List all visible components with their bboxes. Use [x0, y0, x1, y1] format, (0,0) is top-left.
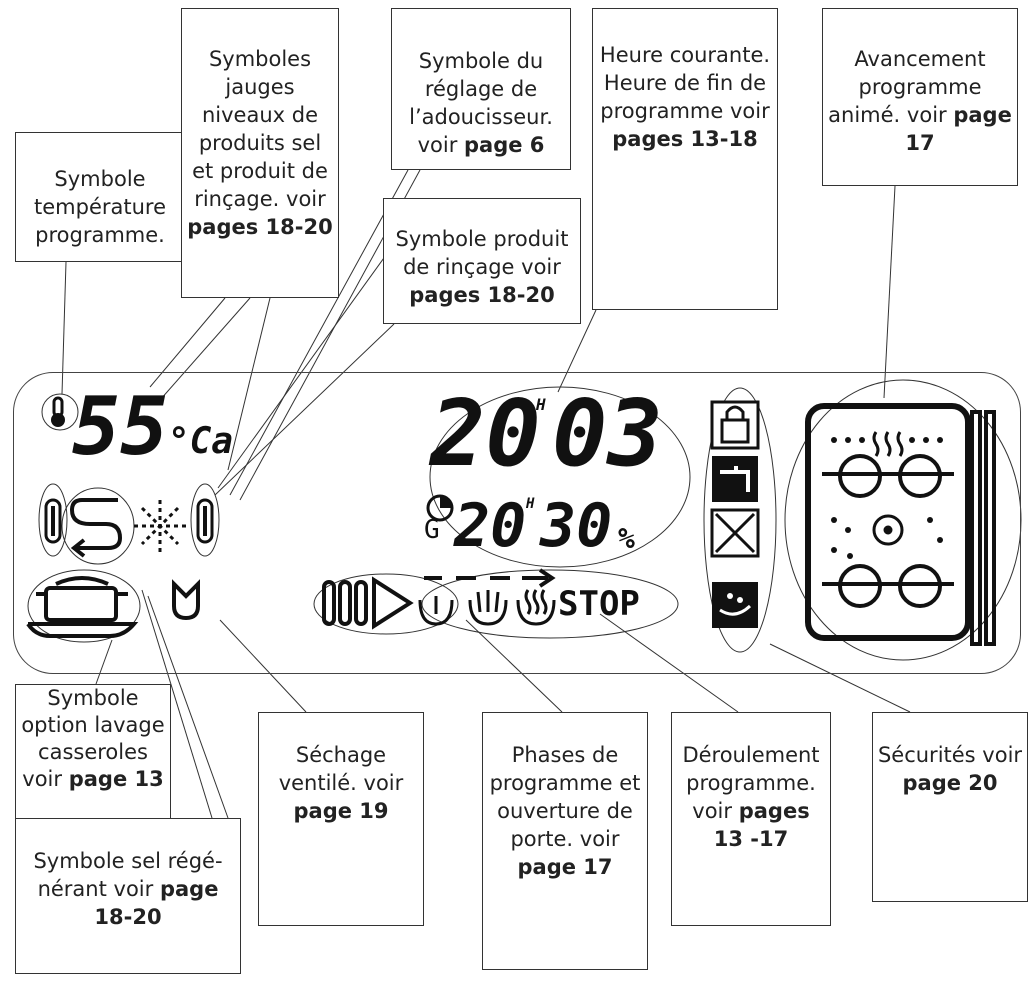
callout-text: Sécurités voir	[877, 743, 1023, 767]
temperature-value: 55	[72, 380, 169, 473]
callout-ref: page 20	[902, 771, 998, 795]
end-time-minutes: 30	[540, 491, 613, 561]
highlight-ellipses	[27, 379, 1022, 661]
callout-text: Symbole option lavage casseroles voir	[21, 686, 165, 791]
callout-ref: page 17	[517, 855, 613, 879]
leak-icon	[712, 582, 758, 628]
stop-indicator: STOP	[558, 584, 640, 624]
callout-drying: Séchage ventilé. voir page 19	[258, 712, 424, 926]
callout-phases: Phases de programme et ouverture de port…	[482, 712, 648, 970]
timer-g-mark: G	[424, 515, 440, 545]
phase-wash-icon	[468, 590, 508, 626]
callout-ref: page 17	[905, 103, 1012, 155]
salt-gauge-icon	[44, 498, 62, 544]
callout-text: Phases de programme et ouverture de port…	[489, 743, 641, 851]
callout-time: Heure courante. Heure de fin de programm…	[592, 8, 778, 310]
callout-softener: Symbole du réglage de l’adoucisseur. voi…	[391, 8, 571, 170]
callout-text: Heure courante. Heure de fin de programm…	[599, 43, 771, 123]
phase-prewash-icon	[418, 596, 454, 626]
callout-ref: pages 13 -17	[713, 799, 810, 851]
callout-progress: Avancement programme animé. voir page 17	[822, 8, 1018, 186]
callout-text: Symbole sel régé-nérant voir	[33, 849, 223, 901]
callout-gauges: Symboles jauges niveaux de produits sel …	[181, 8, 339, 298]
dishwasher-progress-icon	[805, 403, 996, 646]
water-tap-icon	[712, 456, 758, 502]
steam-icon	[872, 431, 904, 457]
no-drain-icon	[710, 508, 760, 558]
timer-icon	[426, 494, 454, 522]
callout-text: Symbole température programme.	[34, 167, 166, 247]
callout-ref: page 18-20	[94, 877, 219, 929]
callout-text: Symbole produit de rinçage voir	[395, 227, 569, 279]
temperature-unit: °Ca	[168, 421, 234, 462]
water-drops	[831, 437, 943, 559]
percent-sign: %	[618, 522, 635, 555]
callout-text: Avancement programme animé. voir	[828, 47, 986, 127]
current-time-hours: 20	[430, 380, 541, 487]
callout-temperature: Symbole température programme.	[15, 132, 185, 262]
callout-text: Symbole du réglage de l’adoucisseur. voi…	[409, 49, 553, 157]
callout-rinse: Symbole produit de rinçage voir pages 18…	[383, 198, 581, 324]
callout-ref: page 6	[464, 133, 545, 157]
phase-dry-icon	[516, 589, 556, 626]
callout-ref: pages 18-20	[187, 215, 333, 239]
current-time-minutes: 03	[552, 380, 663, 487]
door-phase-icon	[322, 576, 414, 630]
drying-icon	[172, 579, 200, 621]
rinse-sun-icon	[134, 500, 186, 552]
callout-pans: Symbole option lavage casseroles voir pa…	[15, 684, 171, 820]
callout-salt: Symbole sel régé-nérant voir page 18-20	[15, 818, 241, 974]
progress-arrow	[424, 568, 556, 588]
end-time-hours: 20	[454, 491, 527, 561]
rinse-gauge-icon	[196, 498, 214, 544]
callout-ref: pages 18-20	[409, 283, 555, 307]
current-time-h-mark: H	[536, 395, 546, 414]
thermometer-icon	[51, 396, 65, 427]
lock-icon	[710, 400, 760, 450]
callout-text: Déroulement programme. voir	[682, 743, 820, 823]
callout-sequence: Déroulement programme. voir pages 13 -17	[671, 712, 831, 926]
pans-icon	[26, 576, 139, 638]
softener-icon	[69, 498, 123, 558]
callout-ref: page 19	[293, 799, 389, 823]
callout-ref: page 13	[68, 767, 164, 791]
callout-text: Séchage ventilé. voir	[278, 743, 404, 795]
callout-ref: pages 13-18	[612, 127, 758, 151]
end-time-h-mark: H	[526, 496, 535, 512]
lcd-panel	[13, 372, 1021, 674]
callout-safety: Sécurités voir page 20	[872, 712, 1028, 902]
callout-text: Symboles jauges niveaux de produits sel …	[192, 47, 328, 211]
